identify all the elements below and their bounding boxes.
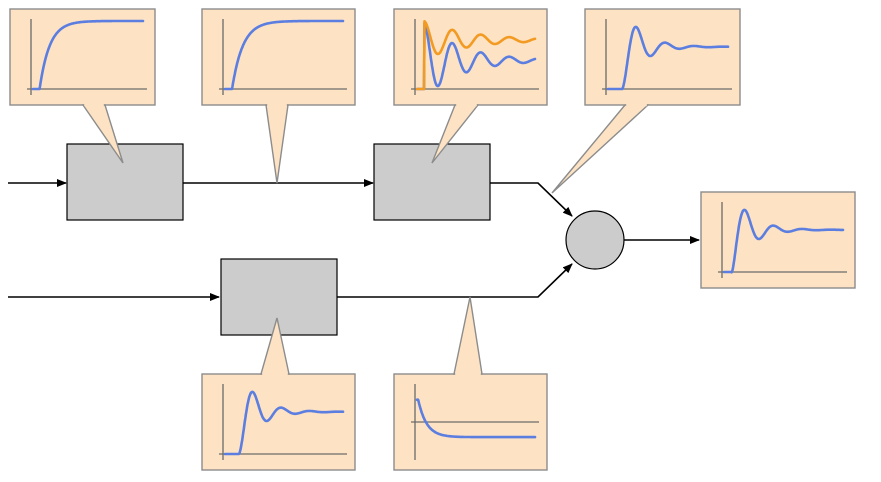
block-2 (373, 143, 491, 221)
plot-block1-output-first-order-step-curve (31, 19, 145, 91)
plot-block2-output-damped-oscillation-large-curve (415, 22, 537, 91)
plot-block3-output (201, 317, 356, 471)
plot-lower-branch-pointer (453, 296, 483, 375)
plot-block3-output-box (201, 373, 356, 471)
plot-sum-output-underdamped-step-with-dip-curve (722, 208, 845, 274)
plot-signal-after-block1-first-order-step-curve (223, 19, 345, 91)
sum-junction (565, 210, 625, 270)
plot-signal-after-block1 (201, 8, 356, 184)
plot-block3-output-underdamped-step-curve (223, 390, 345, 456)
plot-block1-output-box (9, 8, 156, 106)
plot-upper-branch-underdamped-step-curve (606, 25, 730, 91)
plot-lower-branch (393, 296, 548, 471)
plot-block1-output (9, 8, 156, 164)
block-3 (220, 258, 338, 336)
plot-upper-branch-pointer (551, 104, 650, 194)
plot-upper-branch (551, 8, 741, 194)
plot-signal-after-block1-pointer (265, 104, 289, 184)
plot-lower-branch-decaying-impulse-curve (415, 398, 537, 439)
block3-to-sum-arrow (337, 263, 573, 298)
signal-lines (8, 179, 700, 301)
plot-signal-after-block1-box (201, 8, 356, 106)
block-1 (66, 143, 184, 221)
plot-sum-output-box (700, 191, 856, 289)
plot-upper-branch-box (584, 8, 741, 106)
plot-block2-output-box (393, 8, 548, 106)
plot-sum-output (700, 191, 856, 289)
plot-block2-output (393, 8, 548, 164)
plot-block2-output-damped-oscillation-offset-curve (415, 20, 537, 91)
block2-to-sum-arrow (490, 182, 573, 217)
